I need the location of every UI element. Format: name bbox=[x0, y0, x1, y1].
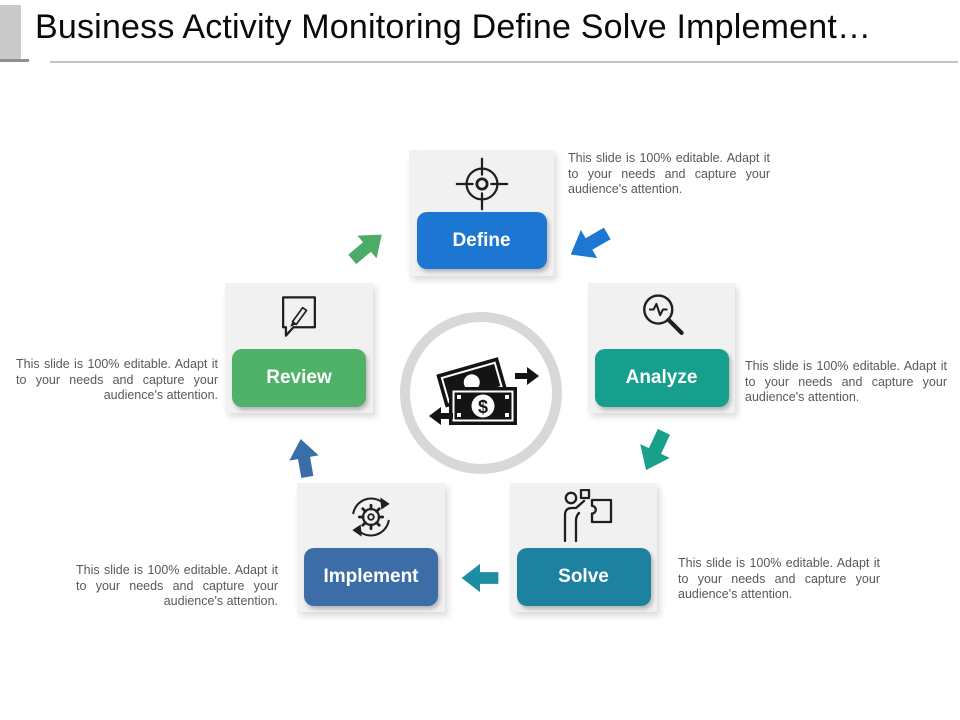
stage-button-define[interactable]: Define bbox=[416, 212, 547, 269]
stage-card-analyze: Analyze bbox=[588, 283, 735, 413]
target-icon bbox=[409, 155, 554, 213]
stage-card-define: Define bbox=[409, 150, 554, 276]
stage-description-solve: This slide is 100% editable. Adapt it to… bbox=[678, 556, 880, 601]
stage-description-review: This slide is 100% editable. Adapt it to… bbox=[16, 357, 218, 402]
title-underline bbox=[50, 61, 958, 63]
title-underline-accent bbox=[0, 59, 29, 62]
stage-card-review: Review bbox=[225, 283, 373, 413]
stage-button-analyze[interactable]: Analyze bbox=[594, 349, 729, 407]
dollar-sign: $ bbox=[478, 397, 488, 417]
stage-description-analyze: This slide is 100% editable. Adapt it to… bbox=[745, 359, 947, 404]
magnifier-pulse-icon bbox=[588, 288, 735, 346]
arrow-review-to-define-icon bbox=[348, 234, 382, 265]
stage-button-solve[interactable]: Solve bbox=[516, 548, 651, 606]
arrow-solve-to-implement-icon bbox=[461, 563, 499, 593]
stage-description-define: This slide is 100% editable. Adapt it to… bbox=[568, 151, 770, 196]
money-exchange-icon: $ bbox=[429, 357, 539, 425]
arrow-define-to-analyze-icon bbox=[570, 227, 611, 259]
title-accent-bar bbox=[0, 5, 21, 60]
page-title: Business Activity Monitoring Define Solv… bbox=[35, 8, 872, 46]
arrow-analyze-to-solve-icon bbox=[640, 429, 670, 471]
center-circle: $ bbox=[400, 312, 562, 474]
gear-cycle-icon bbox=[297, 488, 445, 546]
stage-card-solve: Solve bbox=[510, 483, 657, 612]
stage-button-review[interactable]: Review bbox=[232, 349, 366, 407]
comment-edit-icon bbox=[225, 288, 373, 346]
stage-button-implement[interactable]: Implement bbox=[304, 548, 438, 606]
arrow-implement-to-review-icon bbox=[289, 439, 319, 479]
stage-description-implement: This slide is 100% editable. Adapt it to… bbox=[76, 563, 278, 608]
person-puzzle-icon bbox=[510, 488, 657, 546]
stage-card-implement: Implement bbox=[297, 483, 445, 612]
